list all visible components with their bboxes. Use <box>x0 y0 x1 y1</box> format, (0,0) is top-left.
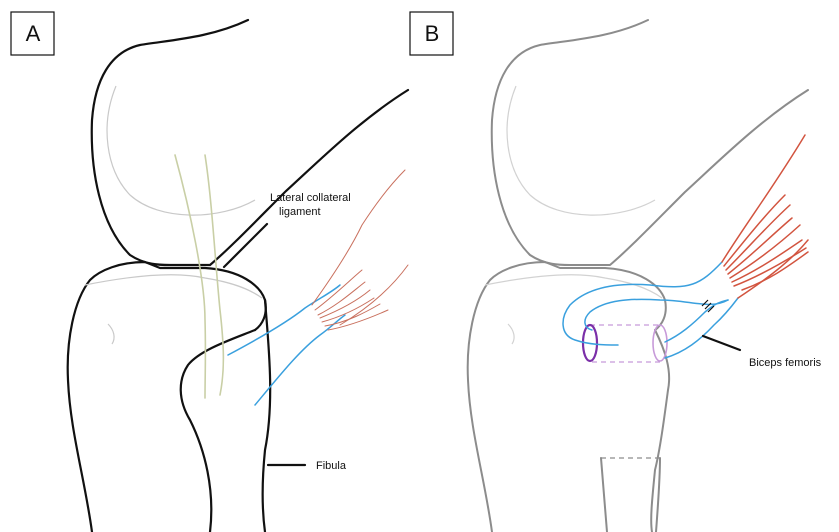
panel-b-letter: B <box>425 21 440 46</box>
biceps-tendon-b-exit-lower <box>665 298 738 358</box>
biceps-muscle-b <box>722 135 808 298</box>
lcl-label-line2: ligament <box>279 206 321 218</box>
femur-cartilage-a <box>107 86 255 215</box>
femur-cartilage-b <box>507 86 655 215</box>
panel-a-letter: A <box>26 21 41 46</box>
tibia-outline-a <box>68 262 266 532</box>
lcl-strand-2 <box>205 155 223 395</box>
biceps-label: Biceps femoris <box>749 357 822 369</box>
biceps-tendon-a-upper <box>228 285 340 355</box>
fibula-outline-a <box>181 330 255 532</box>
biceps-leader-line <box>703 336 740 350</box>
panel-b: B <box>410 12 822 532</box>
fibula-stump-left <box>601 458 607 532</box>
tibia-outline-b <box>468 262 666 532</box>
tibia-notch-a <box>108 324 114 344</box>
lcl-label-line1: Lateral collateral <box>270 192 351 204</box>
tibia-cartilage-a <box>85 275 262 298</box>
femur-outline-b <box>492 20 808 265</box>
tibia-notch-b <box>508 324 514 344</box>
fibula-label: Fibula <box>316 460 347 472</box>
panel-a: A Lateral collateral ligament <box>11 12 408 532</box>
tibia-cartilage-b <box>485 275 662 298</box>
fibula-stump-right <box>656 458 660 532</box>
